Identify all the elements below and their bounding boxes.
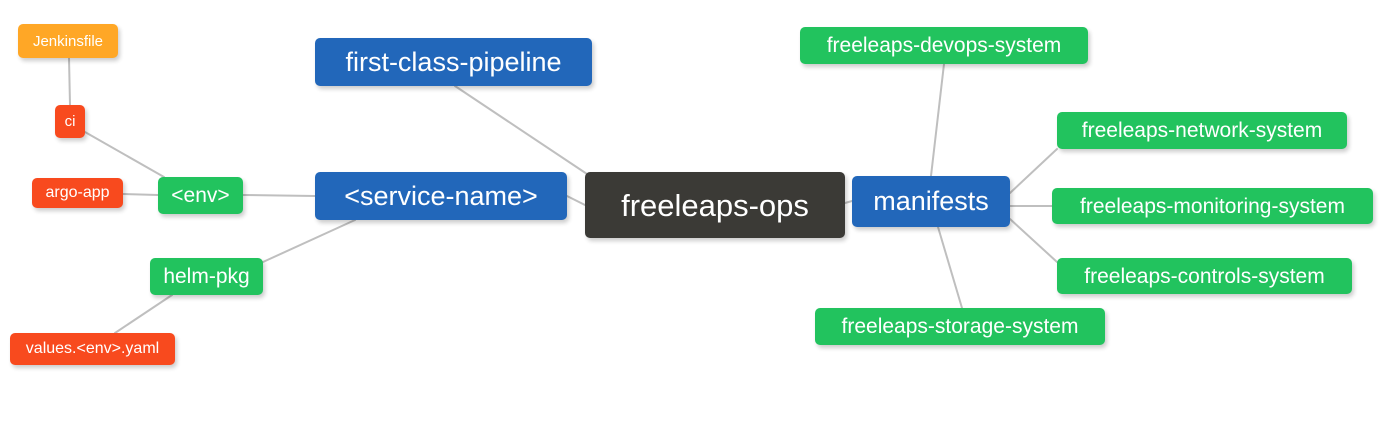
mindmap-node-freeleaps-monitoring-system[interactable]: freeleaps-monitoring-system (1052, 188, 1373, 224)
edge-env-to-argo-app (122, 193, 159, 196)
mindmap-node-freeleaps-controls-system[interactable]: freeleaps-controls-system (1057, 258, 1352, 294)
edge-ci-to-jenkinsfile (68, 57, 71, 106)
mindmap-node-helm-pkg[interactable]: helm-pkg (150, 258, 263, 295)
edge-freeleaps-ops-to-service-name (566, 195, 586, 206)
mindmap-node-freeleaps-network-system[interactable]: freeleaps-network-system (1057, 112, 1347, 149)
mindmap-node-manifests[interactable]: manifests (852, 176, 1010, 227)
edge-service-name-to-helm-pkg (262, 219, 356, 263)
edge-manifests-to-freeleaps-network-system (1009, 148, 1058, 194)
edge-helm-pkg-to-values-env-yaml (114, 294, 173, 334)
mindmap-node-env[interactable]: <env> (158, 177, 243, 214)
mindmap-node-jenkinsfile[interactable]: Jenkinsfile (18, 24, 118, 58)
edge-manifests-to-freeleaps-controls-system (1009, 218, 1058, 263)
edge-service-name-to-env (242, 194, 316, 197)
mindmap-node-first-class-pipeline[interactable]: first-class-pipeline (315, 38, 592, 86)
mindmap-node-ci[interactable]: ci (55, 105, 85, 138)
edge-freeleaps-ops-to-first-class-pipeline (454, 85, 597, 181)
edge-manifests-to-freeleaps-storage-system (937, 226, 963, 309)
edge-freeleaps-ops-to-manifests (844, 200, 853, 204)
edge-manifests-to-freeleaps-devops-system (930, 63, 945, 177)
mindmap-node-freeleaps-ops[interactable]: freeleaps-ops (585, 172, 845, 238)
mindmap-node-freeleaps-storage-system[interactable]: freeleaps-storage-system (815, 308, 1105, 345)
mindmap-node-values-env-yaml[interactable]: values.<env>.yaml (10, 333, 175, 365)
mindmap-node-service-name[interactable]: <service-name> (315, 172, 567, 220)
mindmap-node-argo-app[interactable]: argo-app (32, 178, 123, 208)
mindmap-node-freeleaps-devops-system[interactable]: freeleaps-devops-system (800, 27, 1088, 64)
edge-env-to-ci (84, 131, 165, 178)
